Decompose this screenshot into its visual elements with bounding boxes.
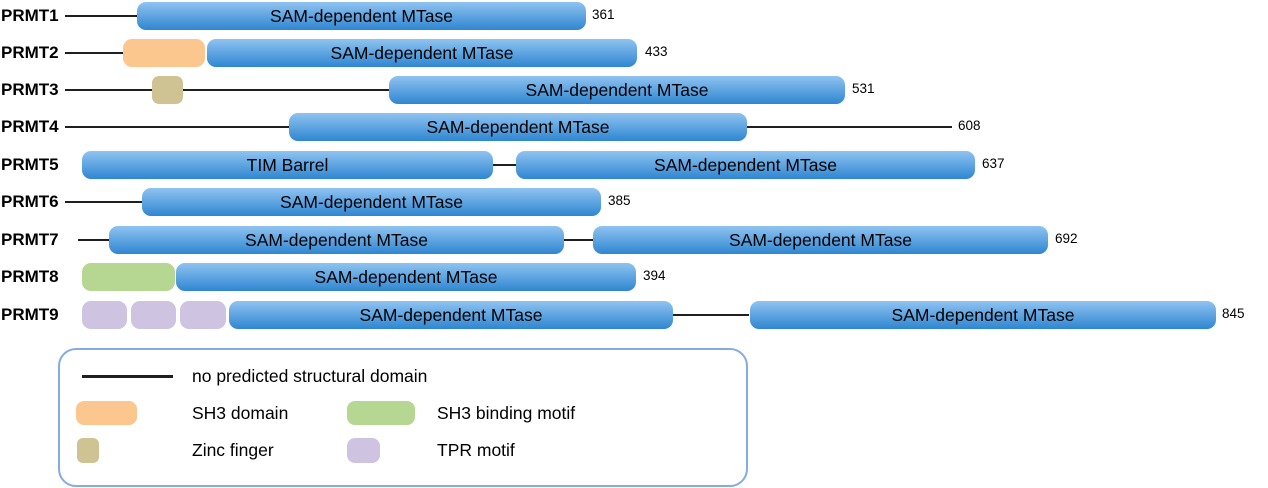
backbone-line [65,52,123,54]
domain-box-tim-barrel: TIM Barrel [82,151,493,179]
legend-label-sh3-binding-motif: SH3 binding motif [437,403,576,423]
legend-swatch-no-domain-line [82,375,173,378]
legend-swatch-sh3-domain [76,401,137,425]
domain-box-sam-dependent-mtase: SAM-dependent MTase [207,39,637,67]
backbone-line [78,239,109,241]
protein-label-prmt4: PRMT4 [1,117,59,136]
backbone-line [673,314,749,316]
domain-box-sam-dependent-mtase: SAM-dependent MTase [289,113,747,141]
protein-length: 361 [592,7,615,22]
domain-label: SAM-dependent MTase [654,155,837,175]
protein-label-prmt6: PRMT6 [1,192,59,211]
legend-swatch-tpr-motif [347,438,380,463]
protein-length: 845 [1222,306,1245,321]
backbone-line [65,201,142,203]
backbone-line [65,89,152,91]
domain-box-sam-dependent-mtase: SAM-dependent MTase [229,301,673,329]
domain-box-tpr-motif [82,301,127,329]
protein-label-prmt3: PRMT3 [1,80,59,99]
domain-box-tpr-motif [180,301,226,329]
protein-length: 531 [852,81,875,96]
domain-label: SAM-dependent MTase [330,43,514,63]
protein-length: 608 [958,118,981,133]
backbone-line [493,164,516,166]
domain-box-sam-dependent-mtase: SAM-dependent MTase [137,2,586,30]
backbone-line [747,126,952,128]
backbone-line [564,239,593,241]
protein-length: 394 [643,268,666,283]
legend-label-no-domain-line: no predicted structural domain [192,366,428,386]
legend-swatch-zinc-finger [77,438,99,463]
domain-label: SAM-dependent MTase [314,267,498,287]
backbone-line [183,89,389,91]
domain-box-sam-dependent-mtase: SAM-dependent MTase [516,151,975,179]
domain-box-sam-dependent-mtase: SAM-dependent MTase [389,76,845,104]
protein-length: 637 [982,156,1005,171]
backbone-line [65,126,289,128]
protein-label-prmt1: PRMT1 [1,6,59,25]
domain-label: SAM-dependent MTase [426,117,610,137]
protein-label-prmt7: PRMT7 [1,230,59,249]
legend-label-zinc-finger: Zinc finger [192,440,274,460]
backbone-line [65,15,137,17]
domain-label: SAM-dependent MTase [270,6,453,26]
domain-label: SAM-dependent MTase [729,230,912,250]
domain-box-tpr-motif [131,301,176,329]
protein-label-prmt8: PRMT8 [1,267,59,286]
domain-box-sam-dependent-mtase: SAM-dependent MTase [176,263,636,291]
domain-label: TIM Barrel [246,155,329,175]
protein-label-prmt5: PRMT5 [1,155,59,174]
domain-box-sh3-binding-motif [82,263,175,291]
domain-label: SAM-dependent MTase [359,305,543,325]
domain-box-zinc-finger [152,76,183,104]
domain-box-sam-dependent-mtase: SAM-dependent MTase [750,301,1216,329]
domain-label: SAM-dependent MTase [891,305,1075,325]
protein-label-prmt2: PRMT2 [1,43,59,62]
protein-length: 692 [1055,231,1078,246]
domain-label: SAM-dependent MTase [525,80,709,100]
legend-label-tpr-motif: TPR motif [437,440,515,460]
protein-length: 385 [608,193,631,208]
domain-box-sam-dependent-mtase: SAM-dependent MTase [593,226,1048,254]
protein-label-prmt9: PRMT9 [1,305,59,324]
domain-label: SAM-dependent MTase [280,192,463,212]
legend-swatch-sh3-binding-motif [347,401,415,425]
domain-box-sh3-domain [123,39,205,67]
protein-length: 433 [645,44,668,59]
domain-box-sam-dependent-mtase: SAM-dependent MTase [142,188,601,216]
domain-label: SAM-dependent MTase [245,230,428,250]
domain-box-sam-dependent-mtase: SAM-dependent MTase [109,226,564,254]
legend-label-sh3-domain: SH3 domain [192,403,289,423]
